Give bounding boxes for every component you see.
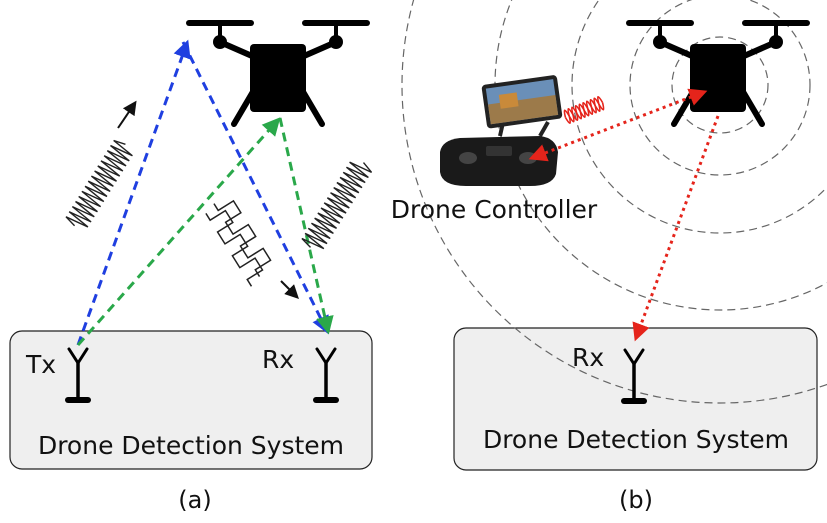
waveform-icon <box>65 139 133 228</box>
caption-b: (b) <box>619 486 653 514</box>
caption-a: (a) <box>178 486 211 514</box>
drone-controller-icon <box>440 75 563 186</box>
drone-icon <box>626 20 810 124</box>
green-path-up <box>76 117 281 346</box>
arrow-down-icon <box>280 280 299 299</box>
detection-system-label: Drone Detection System <box>483 425 789 454</box>
detection-system-label: Drone Detection System <box>38 431 344 460</box>
detection-system-box-a <box>9 330 373 470</box>
panel-a: Tx Rx Drone Detection System (a) <box>9 20 374 514</box>
drone-icon <box>186 20 370 124</box>
blue-path-down <box>181 41 329 335</box>
rx-label: Rx <box>572 343 604 372</box>
rf-signal-waveform-icon <box>563 95 605 125</box>
blue-path-up <box>76 39 191 346</box>
arrow-up-icon <box>117 100 137 129</box>
tx-label: Tx <box>25 350 56 379</box>
controller-drone-link <box>528 88 708 162</box>
drone-rx-link <box>632 115 720 342</box>
pulse-waveform-icon <box>205 199 272 287</box>
rx-label: Rx <box>262 345 294 374</box>
green-path-down <box>278 117 334 335</box>
panel-b: Drone Controller Rx Drone Detection Syst… <box>391 0 827 514</box>
waveform-icon <box>301 161 373 250</box>
drone-controller-label: Drone Controller <box>391 195 598 224</box>
